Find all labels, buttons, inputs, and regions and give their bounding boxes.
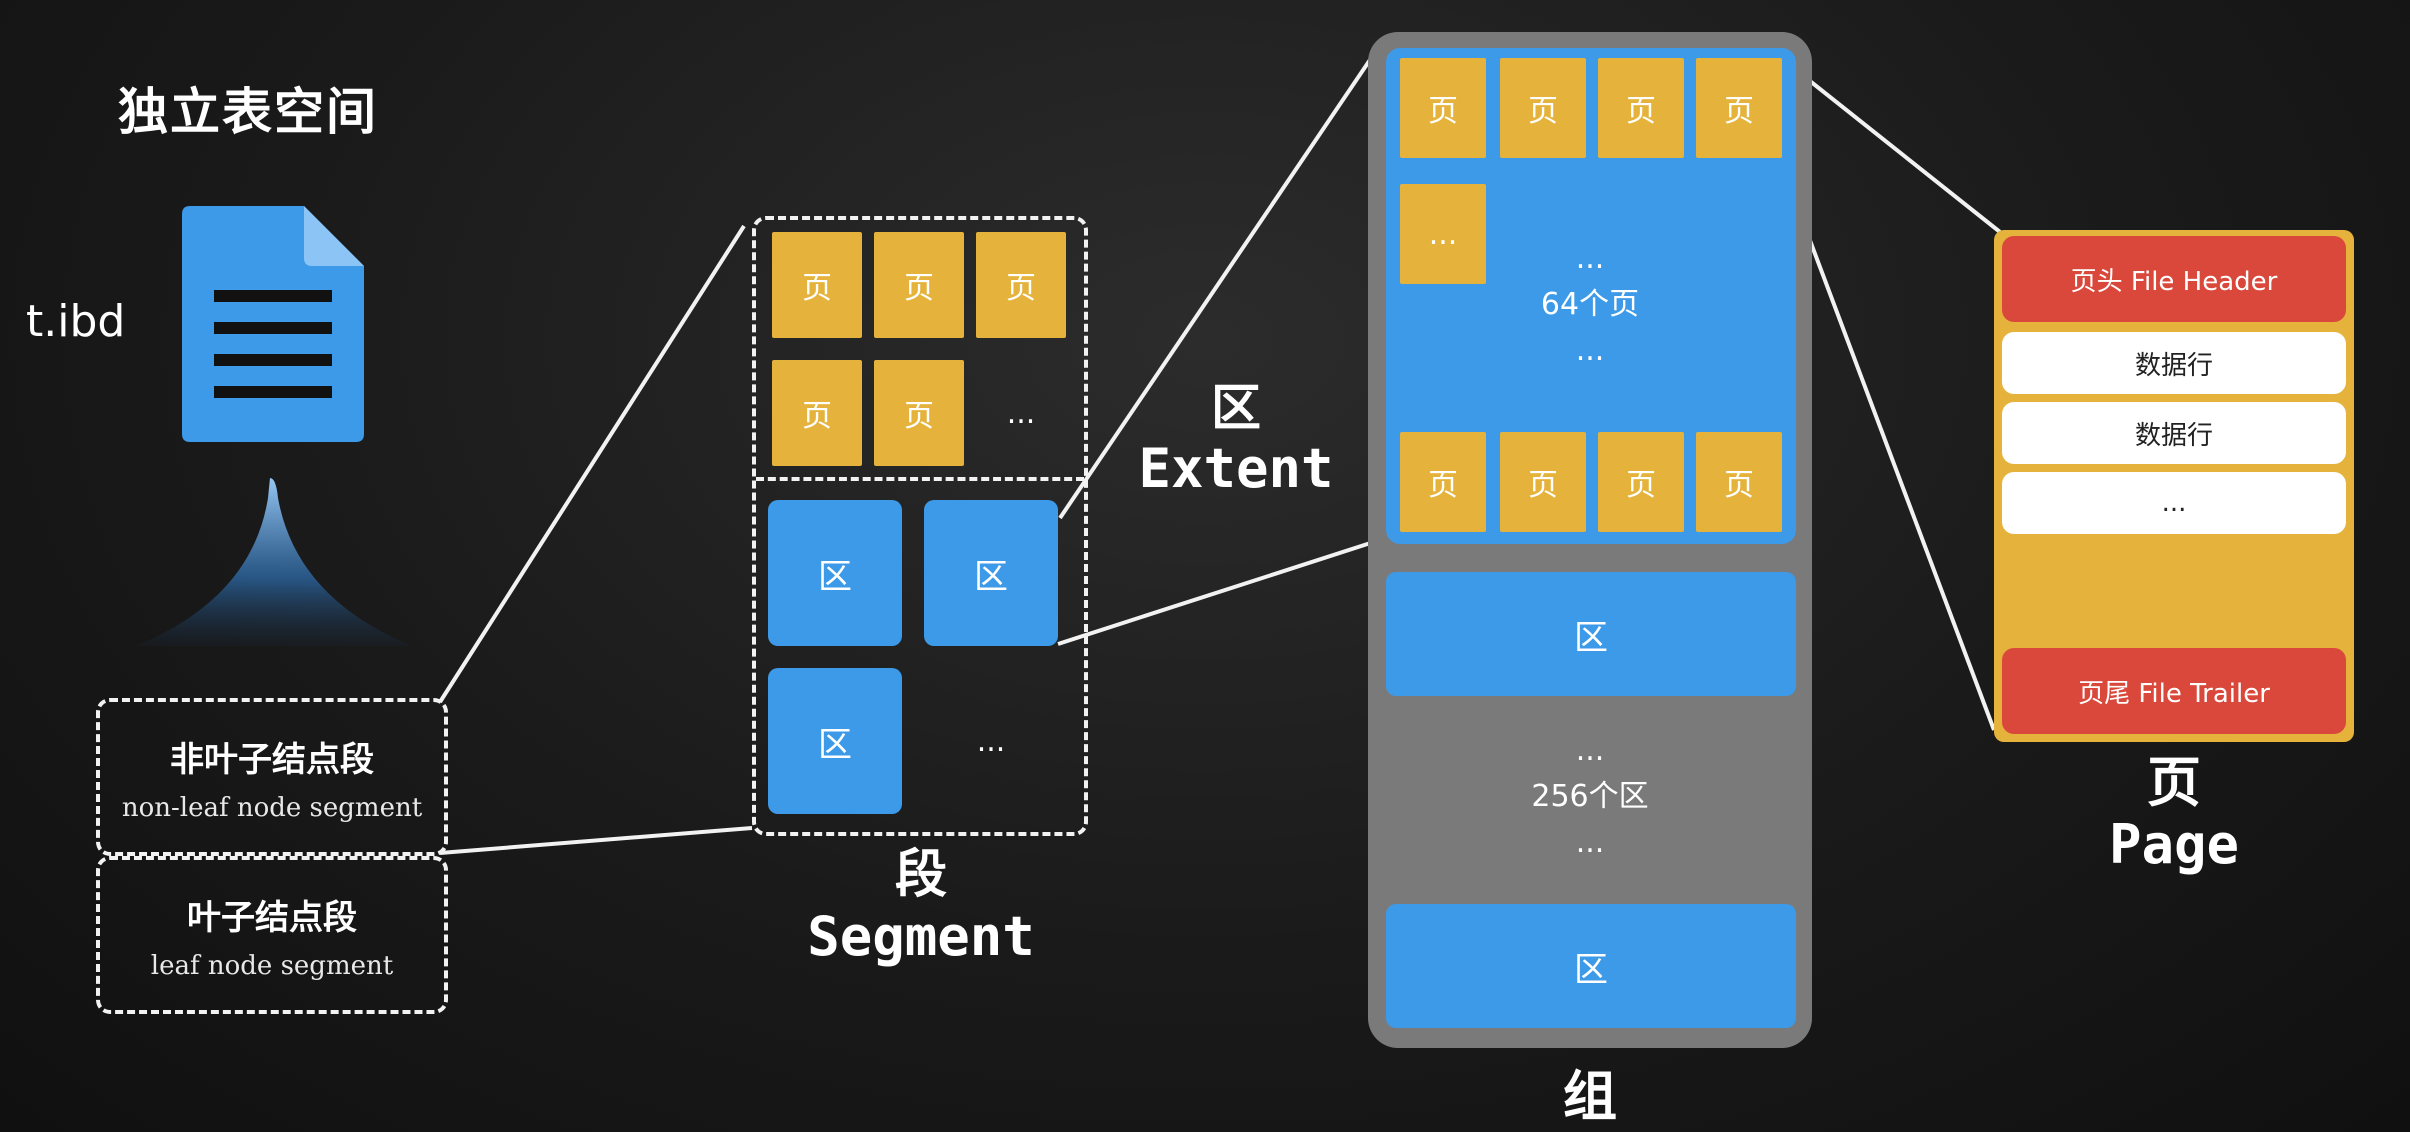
segment-extent: 区: [768, 668, 902, 814]
file-name: t.ibd: [26, 296, 126, 347]
group-pages-count: 64个页: [1540, 287, 1640, 322]
segment-nonleaf: 非叶子结点段 non-leaf node segment: [96, 698, 448, 856]
connector-extent-to-group-top: [1058, 46, 1380, 520]
connector-nonleaf-to-segment-top: [438, 224, 746, 704]
group-pages-dots-top: ...: [1575, 241, 1605, 276]
segment-extent: 区: [924, 500, 1058, 646]
page-label-en: Page: [2108, 813, 2240, 877]
group-extents-info: ... 256个区 ...: [1490, 728, 1690, 866]
extent-label-en: Extent: [1138, 436, 1334, 500]
page-label-cn: 页: [2147, 751, 2201, 814]
connector-page-to-struct-top: [1784, 60, 2002, 234]
segment-page: 页: [874, 360, 964, 466]
page-label: 页 Page: [2044, 751, 2304, 877]
segment-nonleaf-title: 非叶子结点段: [170, 739, 374, 780]
group-page-ellipsis: ...: [1400, 184, 1486, 284]
segment-nonleaf-subtitle: non-leaf node segment: [121, 792, 423, 823]
segment-label: 段 Segment: [756, 845, 1086, 968]
page-row: ...: [2002, 472, 2346, 534]
segment-box: [752, 216, 1088, 836]
group-extents-dots-top: ...: [1575, 733, 1605, 768]
page-trailer: 页尾 File Trailer: [2002, 648, 2346, 734]
segment-page: 页: [976, 232, 1066, 338]
group-page: 页: [1400, 432, 1486, 532]
segment-leaf-title: 叶子结点段: [187, 897, 357, 938]
group-extent: 区: [1386, 572, 1796, 696]
segment-page: 页: [772, 360, 862, 466]
segment-leaf-subtitle: leaf node segment: [150, 950, 394, 981]
segment-extent-ellipsis: ...: [976, 723, 1006, 759]
page-title: 独立表空间: [118, 83, 378, 141]
segment-label-en: Segment: [807, 904, 1035, 968]
group-pages-info: ... 64个页 ...: [1490, 236, 1690, 374]
group-page: 页: [1500, 58, 1586, 158]
group-extents-count: 256个区: [1531, 779, 1649, 814]
group-page: 页: [1400, 58, 1486, 158]
group-extents-dots-bottom: ...: [1575, 825, 1605, 860]
connector-page-to-struct-bottom: [1780, 165, 1996, 731]
group-pages-dots-bottom: ...: [1575, 333, 1605, 368]
segment-leaf: 叶子结点段 leaf node segment: [96, 856, 448, 1014]
segment-page-ellipsis: ...: [1006, 395, 1036, 431]
light-beam: [136, 478, 412, 646]
segment-extent: 区: [768, 500, 902, 646]
group-page: 页: [1598, 58, 1684, 158]
segment-page: 页: [772, 232, 862, 338]
extent-label-cn: 区: [1211, 379, 1261, 437]
page-row: 数据行: [2002, 332, 2346, 394]
group-label: 组: [1563, 1065, 1617, 1128]
connector-nonleaf-to-segment-bottom: [439, 826, 753, 855]
document-icon: [182, 206, 364, 442]
segment-label-cn: 段: [894, 845, 947, 905]
group-page: 页: [1696, 432, 1782, 532]
group-extent: 区: [1386, 904, 1796, 1028]
group-page: 页: [1598, 432, 1684, 532]
segment-divider: [756, 477, 1084, 481]
extent-label: 区 Extent: [1104, 379, 1368, 500]
page-header: 页头 File Header: [2002, 236, 2346, 322]
connector-extent-to-group-bottom: [1057, 536, 1387, 646]
group-page: 页: [1696, 58, 1782, 158]
segment-page: 页: [874, 232, 964, 338]
group-page: 页: [1500, 432, 1586, 532]
page-row: 数据行: [2002, 402, 2346, 464]
